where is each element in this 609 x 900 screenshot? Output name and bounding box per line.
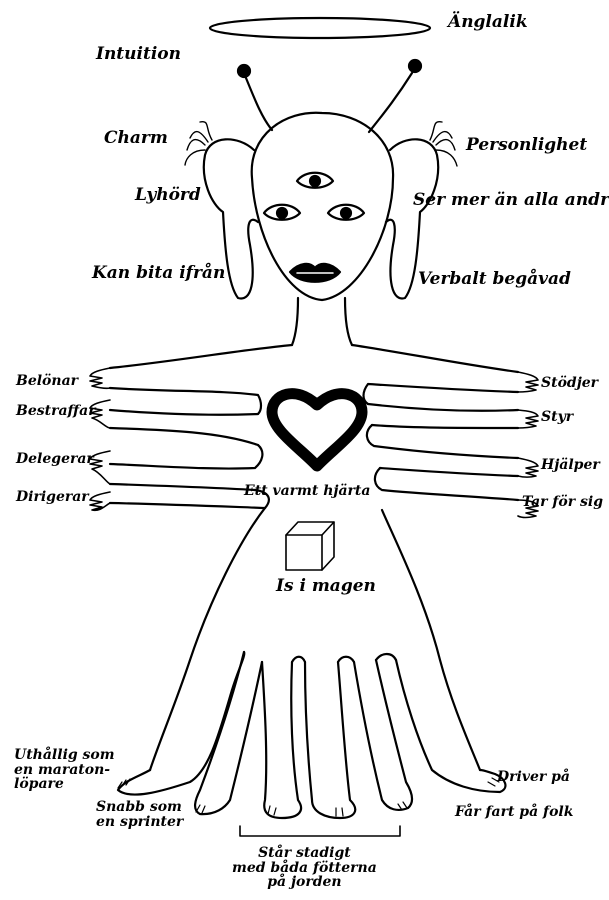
third-eye-icon	[297, 173, 333, 188]
label-grounded: Står stadigt med båda fötterna på jorden	[232, 846, 377, 890]
label-endurance: Uthållig som en maraton- löpare	[14, 748, 115, 792]
label-helps: Hjälper	[541, 458, 600, 472]
label-takes-charge: Tar för sig	[522, 495, 603, 509]
label-verbal: Verbalt begåvad	[418, 271, 571, 288]
label-bite-back: Kan bita ifrån	[92, 265, 225, 282]
eye-icon	[264, 205, 300, 220]
label-supports: Stödjer	[541, 376, 598, 390]
halo-icon	[210, 18, 430, 38]
mouth-icon	[290, 264, 340, 282]
label-hearing: Lyhörd	[135, 187, 201, 204]
right-arms	[352, 345, 518, 500]
eye-icon	[328, 205, 364, 220]
ice-cube-icon	[286, 522, 334, 570]
label-rewards: Belönar	[16, 374, 78, 388]
label-delegates: Delegerar	[16, 452, 94, 466]
neck	[292, 298, 298, 345]
label-ice-in-stomach: Is i magen	[276, 578, 376, 595]
label-punishes: Bestraffar	[16, 404, 96, 418]
hair-tuft-left	[185, 122, 212, 165]
label-directs: Dirigerar	[16, 490, 89, 504]
hair-tuft-right	[430, 122, 457, 166]
ground-bracket	[240, 826, 400, 836]
label-personality: Personlighet	[466, 137, 587, 154]
hand-icon	[90, 368, 110, 510]
legs	[118, 652, 505, 818]
label-steers: Styr	[541, 410, 573, 424]
torso-right-side	[382, 510, 480, 770]
label-sees-more: Ser mer än alla andra	[413, 192, 609, 209]
label-speeds-people: Får fart på folk	[455, 805, 573, 819]
label-intuition: Intuition	[96, 46, 181, 63]
label-sprinter: Snabb som en sprinter	[96, 800, 183, 829]
label-drives: Driver på	[497, 770, 570, 784]
heart-icon	[272, 394, 362, 466]
antenna-icon	[238, 60, 421, 132]
label-warm-heart: Ett varmt hjärta	[244, 484, 370, 498]
label-charm: Charm	[104, 130, 168, 147]
neck	[345, 298, 352, 345]
label-angel-like: Änglalik	[448, 14, 528, 31]
